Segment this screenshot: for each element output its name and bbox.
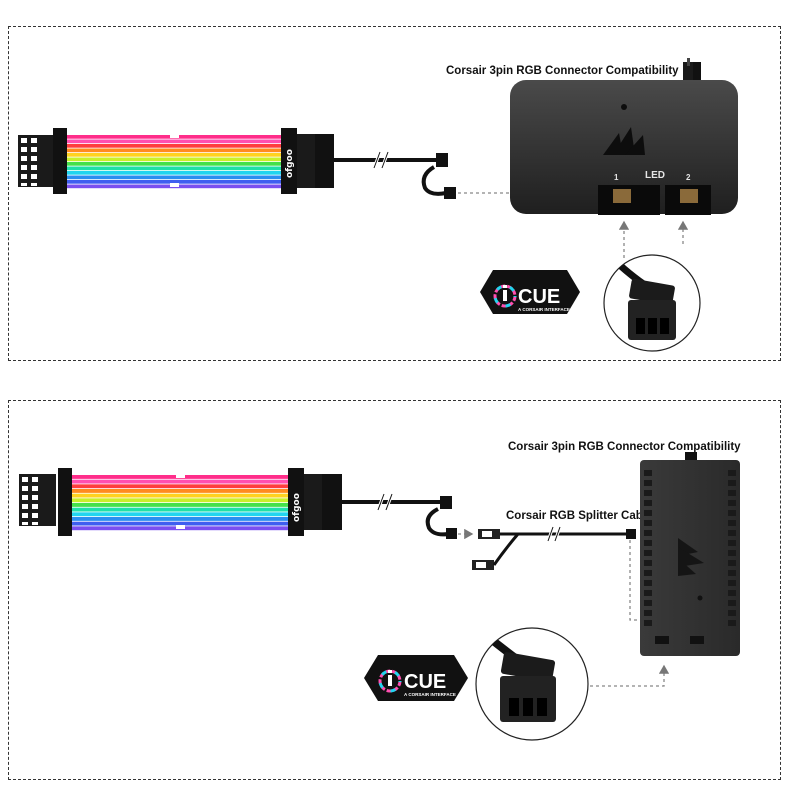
- rainbow-wire: [72, 484, 288, 489]
- top-3pin-plug-b: [444, 187, 456, 199]
- bottom-brand-logo: ofgoo: [292, 493, 302, 522]
- hub-pin: [728, 500, 736, 506]
- hub-port1-label: 1: [614, 173, 619, 182]
- top-title: Corsair 3pin RGB Connector Compatibility: [446, 65, 679, 77]
- hub-pin: [644, 620, 652, 626]
- hub-pin: [728, 600, 736, 606]
- corsair-sail-icon: [678, 538, 704, 576]
- top-connector-closeup: [603, 254, 701, 352]
- bottom-3pin-plug-b: [446, 528, 457, 539]
- bottom-connector-closeup: [475, 627, 589, 741]
- hub-pin: [644, 570, 652, 576]
- top-rgb-hub: LED 1 2: [510, 58, 738, 215]
- hub-pin: [644, 530, 652, 536]
- top-rgb-extension-cable: ofgoo: [18, 128, 456, 199]
- hub-pin: [728, 470, 736, 476]
- bottom-cue-sub: A CORSAIR INTERFACE: [404, 692, 456, 697]
- bottom-title: Corsair 3pin RGB Connector Compatibility: [508, 441, 741, 453]
- corsair-sail-icon: [603, 127, 645, 155]
- hub-pin: [728, 580, 736, 586]
- splitter-label: Corsair RGB Splitter Cable: [506, 510, 652, 522]
- rainbow-wire: [67, 166, 281, 171]
- rainbow-wire: [67, 144, 281, 148]
- hub-pin: [644, 480, 652, 486]
- bottom-cue-word: CUE: [404, 671, 446, 693]
- bottom-hub-rgb-port[interactable]: [655, 636, 669, 644]
- hub-pin: [644, 590, 652, 596]
- hub-side-pins: [644, 470, 736, 626]
- rainbow-wire: [72, 521, 288, 526]
- hub-pin: [644, 520, 652, 526]
- top-cue-word: CUE: [518, 286, 560, 308]
- splitter-cable: Corsair RGB Splitter Cable: [472, 510, 652, 570]
- top-rainbow-wires: [67, 135, 281, 189]
- hub-pin: [728, 490, 736, 496]
- hub-pin: [728, 530, 736, 536]
- cue-hexagon-icon: [493, 284, 517, 308]
- top-left-pins: [21, 138, 37, 186]
- bottom-rgb-hub: [640, 452, 740, 656]
- hub-pin: [728, 480, 736, 486]
- hub-port2-label: 2: [686, 173, 691, 182]
- hub-port2[interactable]: [680, 189, 698, 203]
- hub-pin: [728, 510, 736, 516]
- hub-port1[interactable]: [613, 189, 631, 203]
- rainbow-wire: [67, 162, 281, 166]
- top-cue-logo: CUE A CORSAIR INTERFACE: [480, 270, 580, 314]
- hub-pin: [728, 520, 736, 526]
- hub-pin: [728, 550, 736, 556]
- hub-pin: [644, 470, 652, 476]
- rainbow-wire: [72, 479, 288, 484]
- rainbow-wire: [72, 517, 288, 521]
- rainbow-wire: [72, 489, 288, 493]
- top-brand-logo: ofgoo: [285, 149, 295, 178]
- hub-pin: [644, 600, 652, 606]
- bottom-3pin-plug-a: [440, 496, 452, 509]
- bottom-left-pins: [22, 477, 38, 525]
- hub-pin: [644, 540, 652, 546]
- hub-pin: [644, 580, 652, 586]
- bottom-hub-usb-port[interactable]: [690, 636, 704, 644]
- bottom-closeup-arrow: [590, 664, 670, 687]
- hub-pin: [728, 590, 736, 596]
- hub-pin: [728, 620, 736, 626]
- bottom-rainbow-wires: [72, 475, 288, 531]
- rainbow-wire: [67, 171, 281, 175]
- rainbow-wire: [72, 503, 288, 507]
- hub-pin: [728, 560, 736, 566]
- rainbow-wire: [72, 512, 288, 517]
- top-panel: [8, 26, 781, 361]
- rainbow-wire: [67, 148, 281, 153]
- top-cue-sub: A CORSAIR INTERFACE: [518, 307, 570, 312]
- hub-pin: [644, 550, 652, 556]
- hub-led-label: LED: [645, 170, 665, 181]
- hub-pin: [644, 610, 652, 616]
- cue-hexagon-icon: [378, 669, 402, 693]
- hub-pin: [728, 570, 736, 576]
- rainbow-wire: [72, 498, 288, 503]
- rainbow-wire: [67, 175, 281, 180]
- bottom-cue-logo: CUE A CORSAIR INTERFACE: [364, 655, 468, 701]
- rainbow-wire: [67, 139, 281, 144]
- hub-pin: [728, 610, 736, 616]
- hub-pin: [644, 510, 652, 516]
- rainbow-wire: [67, 180, 281, 184]
- rainbow-wire: [72, 507, 288, 512]
- rainbow-wire: [67, 153, 281, 157]
- top-3pin-plug-a: [436, 153, 448, 167]
- rainbow-wire: [67, 157, 281, 162]
- bottom-panel: [8, 400, 781, 780]
- rainbow-wire: [72, 493, 288, 498]
- hub-pin: [728, 540, 736, 546]
- bottom-rgb-extension-cable: ofgoo: [19, 468, 457, 539]
- hub-pin: [644, 490, 652, 496]
- hub-pin: [644, 500, 652, 506]
- hub-pin: [644, 560, 652, 566]
